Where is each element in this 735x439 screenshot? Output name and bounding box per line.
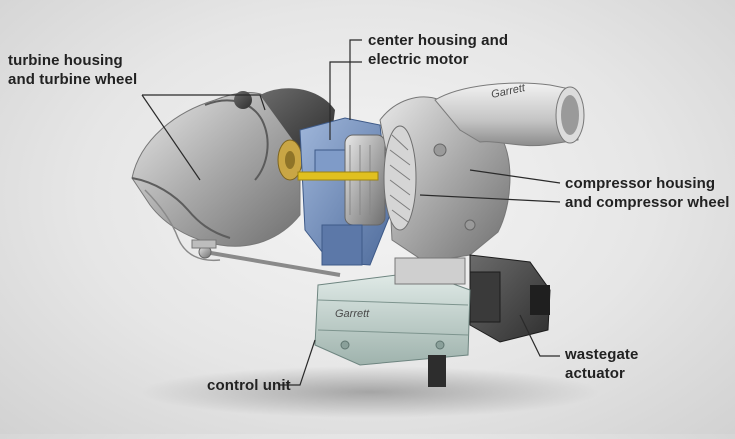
label-compressor-housing: compressor housing and compressor wheel [565, 174, 730, 212]
label-turbine-housing: turbine housing and turbine wheel [8, 51, 137, 89]
leader-center-b [329, 61, 362, 140]
label-control-unit: control unit [207, 376, 291, 395]
leader-lines [141, 39, 561, 386]
leader-wastegate [519, 314, 560, 357]
leader-compressor-b [419, 194, 561, 203]
label-wastegate-line2: actuator [565, 365, 625, 382]
control-unit-body: Garrett [314, 257, 471, 387]
leader-center-a [349, 39, 362, 120]
label-compressor-line2: and compressor wheel [565, 194, 730, 211]
turbo-shaft [297, 171, 379, 181]
wastegate-linkage [191, 239, 341, 277]
label-compressor-line1: compressor housing [565, 175, 716, 192]
label-center-line1: center housing and [368, 32, 509, 49]
compressor-housing: Garrett [379, 82, 585, 263]
label-wastegate-line1: wastegate [565, 346, 639, 363]
floor-shadow [140, 366, 600, 418]
leader-turbine-wheel [141, 94, 201, 181]
leader-compressor-a [469, 169, 561, 184]
leader-control [280, 339, 316, 386]
label-turbine-line2: and turbine wheel [8, 71, 138, 88]
label-center-housing: center housing and electric motor [368, 31, 508, 69]
label-turbine-line1: turbine housing [8, 52, 123, 69]
garrett-logo-control: Garrett [335, 308, 370, 320]
center-housing [297, 117, 391, 266]
label-center-line2: electric motor [368, 51, 469, 68]
wastegate-actuator [469, 254, 551, 343]
label-control-line1: control unit [207, 377, 291, 394]
label-wastegate-actuator: wastegate actuator [565, 345, 638, 383]
leader-turbine [142, 94, 266, 111]
